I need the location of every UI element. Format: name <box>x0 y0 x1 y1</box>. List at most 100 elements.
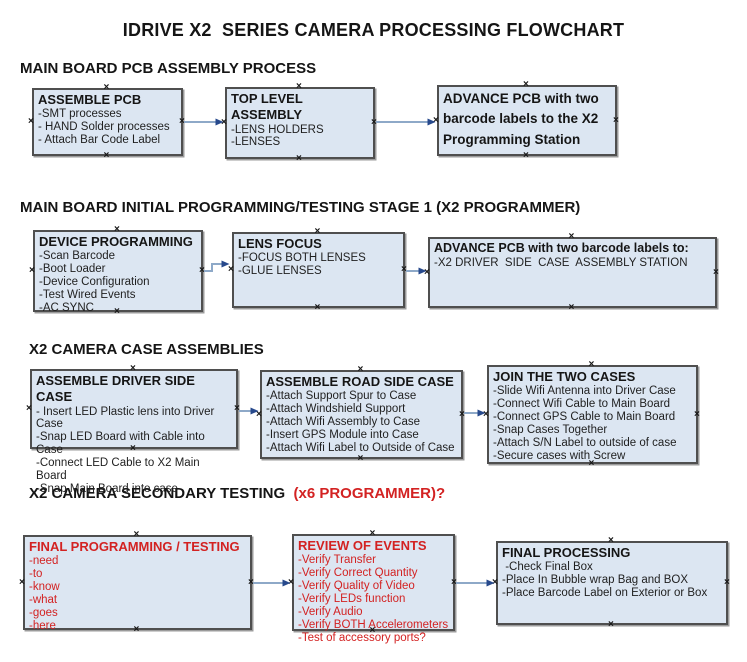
flow-box-lens-focus[interactable]: LENS FOCUS -FOCUS BOTH LENSES-GLUE LENSE… <box>228 227 407 313</box>
connection-point-icon: × <box>492 577 498 588</box>
connection-point-icon: × <box>26 403 32 414</box>
connection-point-icon: × <box>314 226 321 237</box>
box-title: ADVANCE PCB with two barcode labels to: <box>434 241 689 255</box>
connection-point-icon: × <box>256 408 262 420</box>
box-title: TOP LEVEL ASSEMBLY <box>231 91 306 123</box>
box-body: -X2 DRIVER SIDE CASE ASSEMBLY STATION <box>434 257 711 270</box>
connection-point-icon: × <box>103 82 110 93</box>
box-line: -Verify Audio <box>298 605 363 618</box>
connection-point-icon: × <box>133 624 140 635</box>
connection-point-icon: × <box>588 359 595 370</box>
connection-point-icon: × <box>401 264 407 275</box>
box-line: -Test of accessory ports? <box>298 631 426 644</box>
flow-box-final-processing[interactable]: FINAL PROCESSING -Check Final Box-Place … <box>492 536 730 630</box>
box-title: DEVICE PROGRAMMING <box>39 234 193 249</box>
connection-point-icon: × <box>568 302 575 313</box>
box-line: -Place Barcode Label on Exterior or Box <box>502 587 708 600</box>
box-line: -LENSES <box>231 136 281 149</box>
box-line: -what <box>29 593 58 606</box>
connection-point-icon: × <box>523 150 529 161</box>
box-line: -Verify Correct Quantity <box>298 567 418 580</box>
flow-box-advance-pcb-programming-station[interactable]: ADVANCE PCB with two barcode labels to t… <box>433 80 619 161</box>
connection-point-icon: × <box>459 408 465 420</box>
connector-arrow-3[interactable] <box>204 260 230 272</box>
box-title: JOIN THE TWO CASES <box>493 369 636 384</box>
box-line: -Secure cases with Screw <box>493 449 626 462</box>
box-line: -know <box>29 581 60 594</box>
section-heading-pcb-assembly: MAIN BOARD PCB ASSEMBLY PROCESS <box>20 60 317 77</box>
flow-box-assemble-pcb[interactable]: ASSEMBLE PCB -SMT processes- HAND Solder… <box>28 83 185 161</box>
connection-point-icon: × <box>433 114 439 126</box>
connection-point-icon: × <box>29 265 35 276</box>
connection-point-icon: × <box>523 79 529 90</box>
box-line: -Verify BOTH Accelerometers <box>298 618 449 631</box>
connection-point-icon: × <box>608 619 614 630</box>
box-title: ASSEMBLE DRIVER SIDE CASE <box>36 373 199 405</box>
box-line: -Boot Loader <box>39 263 106 276</box>
box-line: -Attach Windshield Support <box>266 403 406 416</box>
connection-point-icon: × <box>234 403 240 414</box>
box-line: -Scan Barcode <box>39 250 116 263</box>
connection-point-icon: × <box>724 577 730 588</box>
box-line: -Attach S/N Label to outside of case <box>493 436 677 449</box>
connection-point-icon: × <box>28 116 34 127</box>
connection-point-icon: × <box>296 153 302 164</box>
box-line: - Attach Bar Code Label <box>38 134 161 147</box>
box-line: - HAND Solder processes <box>38 121 170 134</box>
heading-black-part: X2 CAMERA SECONDARY TESTING <box>29 485 290 502</box>
heading-red-part: (x6 PROGRAMMER)? <box>289 485 446 502</box>
flow-box-device-programming[interactable]: DEVICE PROGRAMMING -Scan Barcode-Boot Lo… <box>29 225 205 317</box>
section-heading-initial-programming: MAIN BOARD INITIAL PROGRAMMING/TESTING S… <box>20 199 581 216</box>
connection-point-icon: × <box>114 306 120 317</box>
flow-box-final-programming-testing[interactable]: FINAL PROGRAMMING / TESTING -need-to-kno… <box>19 530 254 635</box>
connection-point-icon: × <box>19 576 25 588</box>
flow-box-advance-pcb-driver-side[interactable]: ADVANCE PCB with two barcode labels to: … <box>424 232 719 313</box>
box-line: -need <box>29 555 59 568</box>
box-line: -Snap Main Board into case <box>36 482 178 495</box>
box-body: -SMT processes- HAND Solder processes- A… <box>38 108 177 147</box>
connection-point-icon: × <box>613 114 619 126</box>
connection-point-icon: × <box>608 535 614 546</box>
box-line: -Place In Bubble wrap Bag and BOX <box>502 574 689 587</box>
box-line: -Connect GPS Cable to Main Board <box>493 411 676 424</box>
box-body: - Insert LED Plastic lens into Driver Ca… <box>36 406 232 496</box>
page-title: IDRIVE X2 SERIES CAMERA PROCESSING FLOWC… <box>122 20 625 40</box>
flow-box-assemble-road-side-case[interactable]: ASSEMBLE ROAD SIDE CASE -Attach Support … <box>256 365 465 464</box>
connection-point-icon: × <box>221 117 227 128</box>
connection-point-icon: × <box>568 231 575 242</box>
connection-point-icon: × <box>114 224 120 235</box>
box-line: -GLUE LENSES <box>238 265 322 278</box>
box-title: REVIEW OF EVENTS <box>298 538 427 553</box>
box-line: -Verify Quality of Video <box>298 580 415 593</box>
connection-point-icon: × <box>357 364 364 375</box>
section-heading-secondary-testing: X2 CAMERA SECONDARY TESTING (x6 PROGRAMM… <box>29 485 445 502</box>
box-line: -FOCUS BOTH LENSES <box>238 252 366 265</box>
connection-point-icon: × <box>371 117 377 128</box>
box-title: FINAL PROGRAMMING / TESTING <box>29 539 240 554</box>
connection-point-icon: × <box>179 116 185 127</box>
box-body: -LENS HOLDERS-LENSES <box>231 124 369 150</box>
connection-point-icon: × <box>357 453 364 464</box>
box-line: -Connect Wifi Cable to Main Board <box>493 398 671 411</box>
box-line: -Attach Wifi Label to Outside of Case <box>266 441 455 454</box>
box-body: -Check Final Box-Place In Bubble wrap Ba… <box>502 561 722 600</box>
box-line: -Test Wired Events <box>39 288 136 301</box>
flow-box-join-the-two-cases[interactable]: JOIN THE TWO CASES -Slide Wifi Antenna i… <box>483 360 700 469</box>
box-body: -FOCUS BOTH LENSES-GLUE LENSES <box>238 252 399 278</box>
connection-point-icon: × <box>103 150 110 161</box>
connection-point-icon: × <box>314 302 321 313</box>
flow-box-review-of-events[interactable]: REVIEW OF EVENTS -Verify Transfer-Verify… <box>288 529 457 644</box>
box-body: -need-to-know-what-goes-here <box>29 555 246 632</box>
box-title: ADVANCE PCB with two barcode labels to t… <box>443 91 603 147</box>
connection-point-icon: × <box>228 264 234 275</box>
flow-box-assemble-driver-side-case[interactable]: ASSEMBLE DRIVER SIDE CASE - Insert LED P… <box>26 364 240 495</box>
box-line: -to <box>29 568 43 581</box>
box-line: -here <box>29 619 56 632</box>
flow-box-top-level-assembly[interactable]: TOP LEVEL ASSEMBLY -LENS HOLDERS-LENSES … <box>221 82 377 164</box>
box-title: ASSEMBLE PCB <box>38 92 142 107</box>
connection-point-icon: × <box>296 81 302 92</box>
box-line: -AC SYNC <box>39 301 94 314</box>
box-line: -Verify LEDs function <box>298 592 406 605</box>
connection-point-icon: × <box>424 266 430 278</box>
connection-point-icon: × <box>288 576 294 588</box>
